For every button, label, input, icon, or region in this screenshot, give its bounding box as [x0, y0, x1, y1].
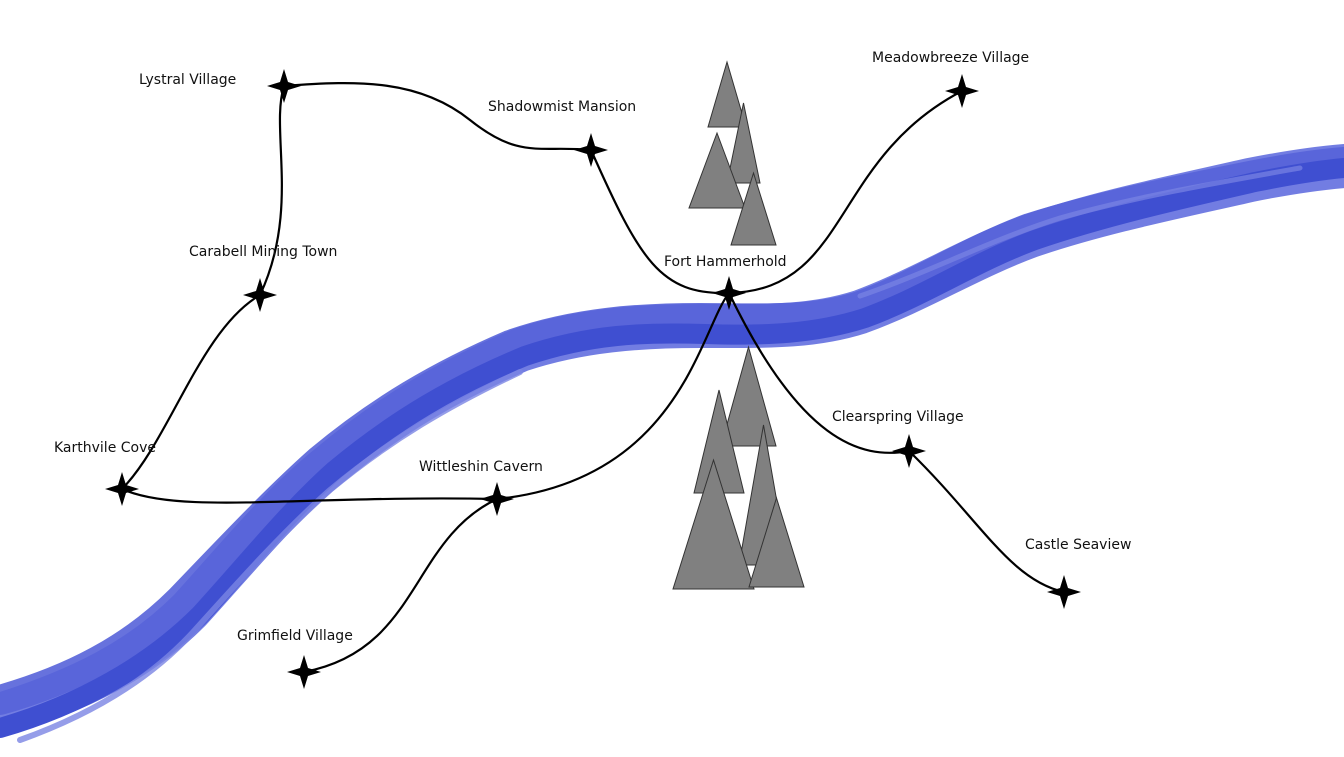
label-karthvile: Karthvile Cove: [54, 440, 156, 456]
four-point-star-icon: [267, 69, 301, 103]
road-hammerhold-clearspring: [728, 292, 910, 454]
mountain-range: [672, 60, 805, 590]
place-markers: [105, 69, 1081, 689]
mountain-icon: [726, 102, 761, 184]
four-point-star-icon: [105, 472, 139, 506]
road-hammerhold-meadowbreeze: [728, 90, 963, 295]
label-grimfield: Grimfield Village: [237, 628, 353, 644]
mountain-icon: [720, 345, 777, 447]
mountain-icon: [672, 458, 755, 590]
mountain-icon: [730, 171, 777, 246]
label-lystral: Lystral Village: [139, 72, 237, 88]
river-streak-2: [857, 165, 1303, 299]
road-hammerhold-wittleshin: [496, 292, 730, 501]
road-wittleshin-grimfield: [303, 498, 498, 674]
mountain-icon: [707, 60, 747, 128]
road-carabell-karthvile: [121, 294, 261, 490]
four-point-star-icon: [243, 278, 277, 312]
road-clearspring-seaview: [908, 450, 1065, 594]
river: [0, 144, 1344, 743]
label-wittleshin: Wittleshin Cavern: [419, 459, 543, 475]
four-point-star-icon: [480, 482, 514, 516]
four-point-star-icon: [287, 655, 321, 689]
label-carabell: Carabell Mining Town: [189, 244, 338, 260]
river-streak: [17, 369, 523, 743]
four-point-star-icon: [1047, 575, 1081, 609]
four-point-star-icon: [892, 434, 926, 468]
label-shadowmist: Shadowmist Mansion: [488, 99, 637, 115]
mountain-icon: [748, 496, 805, 588]
road-lystral-carabell: [259, 85, 286, 296]
roads: [121, 82, 1065, 674]
label-meadowbreeze: Meadowbreeze Village: [872, 50, 1030, 66]
mountain-icon: [688, 131, 746, 209]
four-point-star-icon: [945, 74, 979, 108]
label-hammerhold: Fort Hammerhold: [664, 254, 787, 270]
label-clearspring: Clearspring Village: [832, 409, 964, 425]
four-point-star-icon: [712, 276, 746, 310]
road-shadowmist-hammerhold: [589, 149, 730, 295]
road-karthvile-wittleshin: [121, 487, 498, 504]
road-lystral-shadowmist: [283, 82, 592, 152]
four-point-star-icon: [574, 133, 608, 167]
label-seaview: Castle Seaview: [1025, 537, 1132, 553]
river-core: [0, 158, 1344, 738]
